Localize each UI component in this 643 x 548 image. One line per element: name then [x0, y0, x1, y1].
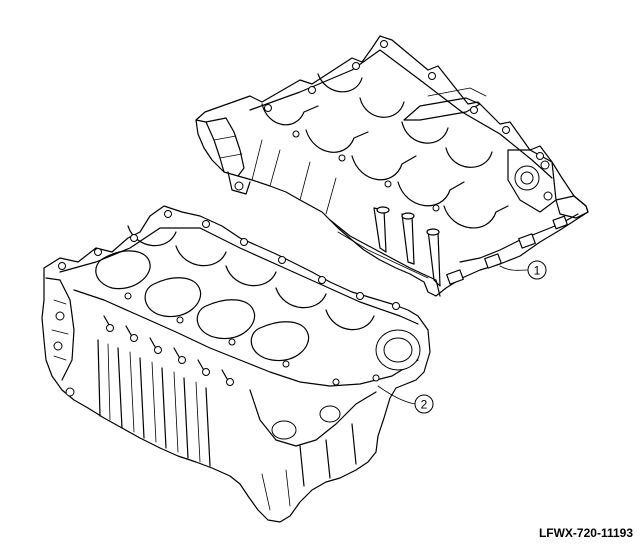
callout-2: 2	[377, 385, 434, 414]
cylinder-block-illustration	[41, 205, 431, 523]
callout-1-label: 1	[534, 264, 541, 278]
callout-1: 1	[499, 260, 547, 280]
lower-crankcase-illustration	[195, 35, 589, 297]
callout-2-label: 2	[421, 398, 428, 412]
figure-code: LFWX-720-11193	[538, 526, 633, 540]
